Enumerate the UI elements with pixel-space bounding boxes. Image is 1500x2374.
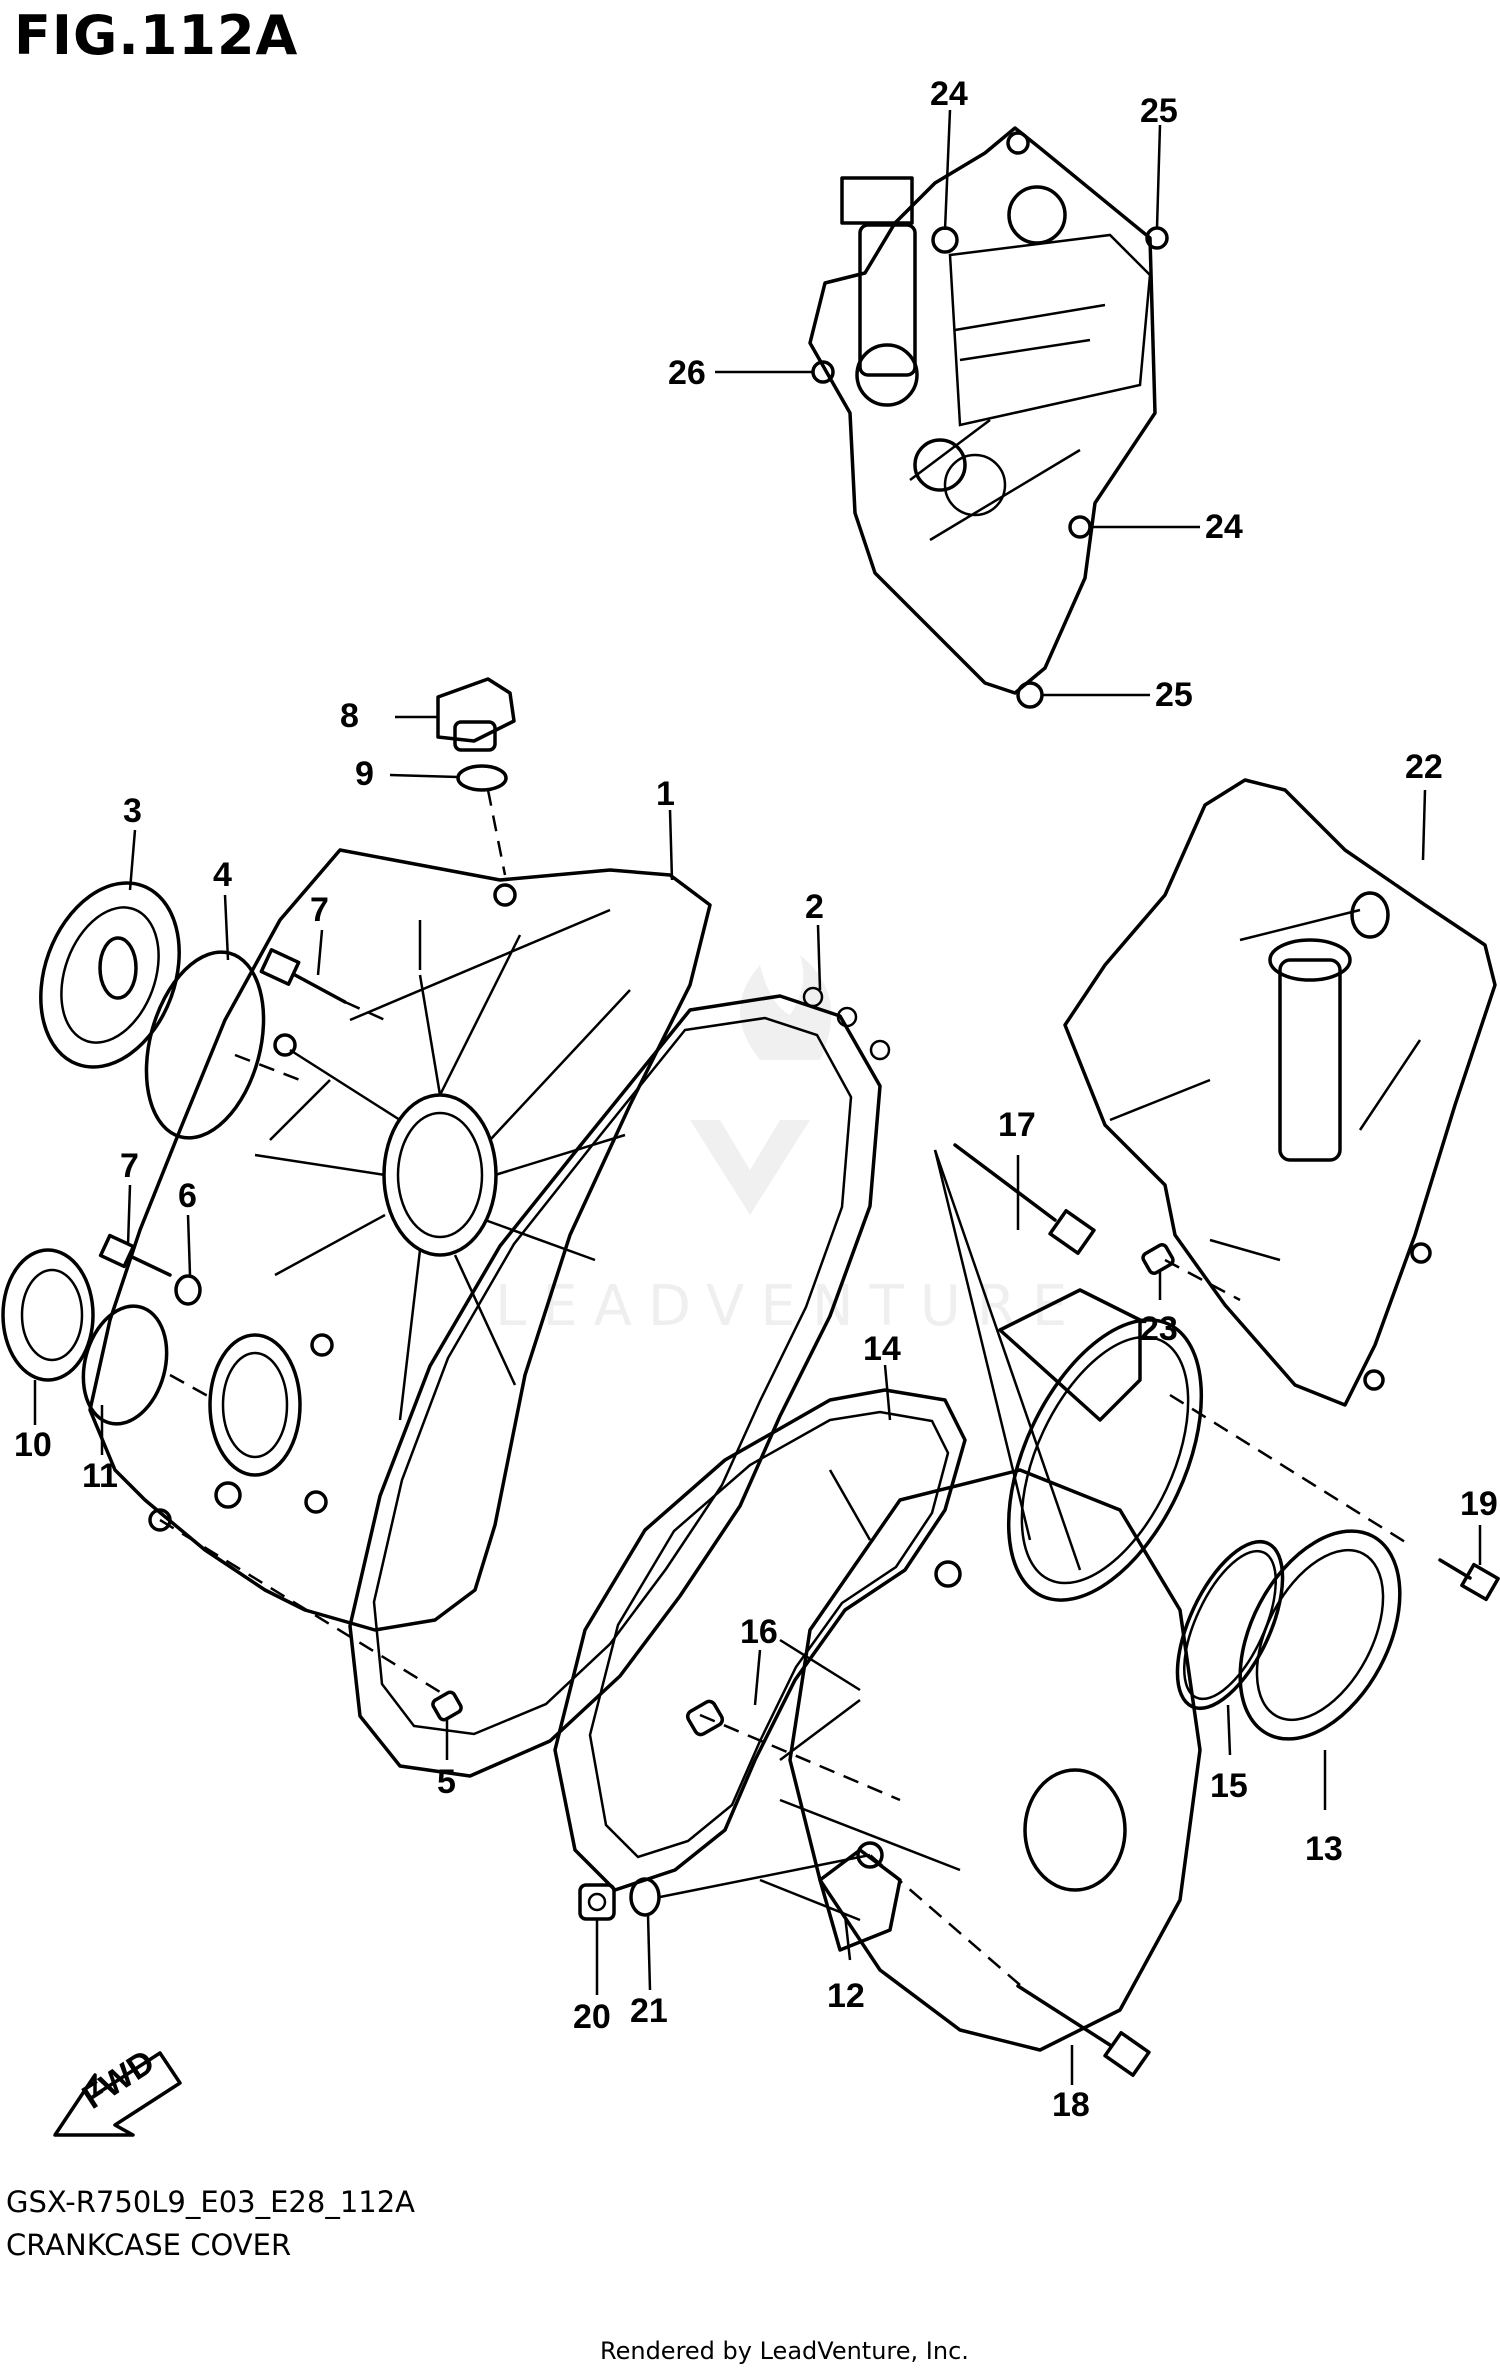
part-bolt-19 <box>1438 1558 1500 1602</box>
part-starter-cover <box>1175 1529 1402 1741</box>
model-code: GSX-R750L9_E03_E28_112A <box>6 2185 416 2219</box>
callout-14: 14 <box>863 1330 901 1368</box>
part-bolt-7-upper <box>259 948 347 1004</box>
callout-24-top: 24 <box>930 75 968 113</box>
callout-1: 1 <box>656 775 675 813</box>
part-pulse-cover-ring <box>998 1288 1204 1602</box>
part-oil-filler-cap <box>436 677 516 752</box>
part-dowel-pin-23 <box>1141 1243 1175 1275</box>
part-bolt-17 <box>953 1143 1096 1255</box>
render-credit: Rendered by LeadVenture, Inc. <box>600 2337 969 2365</box>
part-washer-21 <box>629 1877 661 1917</box>
part-plug-small <box>1 1248 95 1382</box>
callout-19: 19 <box>1460 1485 1498 1523</box>
part-bolt-20 <box>578 1883 616 1921</box>
watermark: LEADVENTURE <box>495 955 1083 1339</box>
fwd-direction-arrow: FWD <box>53 2043 182 2137</box>
callout-17: 17 <box>998 1106 1036 1144</box>
callout-16: 16 <box>740 1613 778 1651</box>
part-sprocket-cover <box>808 126 1169 709</box>
callout-21: 21 <box>630 1992 668 2030</box>
callout-12: 12 <box>827 1977 865 2015</box>
part-oring-large <box>144 950 266 1140</box>
callout-4: 4 <box>213 856 232 894</box>
callout-10: 10 <box>14 1426 52 1464</box>
callout-22: 22 <box>1405 748 1443 786</box>
part-gasket-lower <box>553 1388 967 1892</box>
callout-9: 9 <box>355 755 374 793</box>
callout-18: 18 <box>1052 2086 1090 2124</box>
callout-15: 15 <box>1210 1767 1248 1805</box>
callout-5: 5 <box>437 1763 456 1801</box>
part-washer-6 <box>174 1274 202 1306</box>
part-plug-large <box>39 881 181 1069</box>
part-gasket <box>348 986 891 1778</box>
callout-24-bottom: 24 <box>1205 508 1243 546</box>
part-generator-cover <box>759 1468 1202 2052</box>
callout-20: 20 <box>573 1998 611 2036</box>
callout-6: 6 <box>178 1177 197 1215</box>
callout-8: 8 <box>340 697 359 735</box>
callout-3: 3 <box>123 792 142 830</box>
part-dowel-pin-16 <box>685 1699 725 1737</box>
callout-23: 23 <box>1140 1310 1178 1348</box>
part-oring-small <box>456 764 508 792</box>
callout-25-top: 25 <box>1140 92 1178 130</box>
callout-labels: 24 25 26 24 25 8 9 1 2 3 4 7 7 6 10 11 5… <box>14 75 1498 2124</box>
assembly-lines <box>159 789 1411 1986</box>
part-bolt-7-lower <box>98 1233 172 1277</box>
callout-7-lower: 7 <box>120 1147 139 1185</box>
figure-title: FIG.112A <box>14 4 299 67</box>
callout-11: 11 <box>82 1457 118 1495</box>
part-oring-medium <box>81 1304 169 1426</box>
callout-leaders <box>33 109 1482 2085</box>
part-dowel-pin-5 <box>431 1690 463 1722</box>
fwd-label: FWD <box>76 2043 162 2117</box>
watermark-text: LEADVENTURE <box>495 1274 1083 1339</box>
part-water-tank <box>1063 778 1497 1407</box>
part-crankcase-cover <box>88 848 712 1632</box>
section-name: CRANKCASE COVER <box>6 2228 292 2262</box>
callout-13: 13 <box>1305 1830 1343 1868</box>
callout-25-bottom: 25 <box>1155 676 1193 714</box>
callout-2: 2 <box>805 888 824 926</box>
part-bolt-18 <box>1016 1984 1151 2077</box>
callout-7-upper: 7 <box>310 891 329 929</box>
callout-26: 26 <box>668 354 706 392</box>
